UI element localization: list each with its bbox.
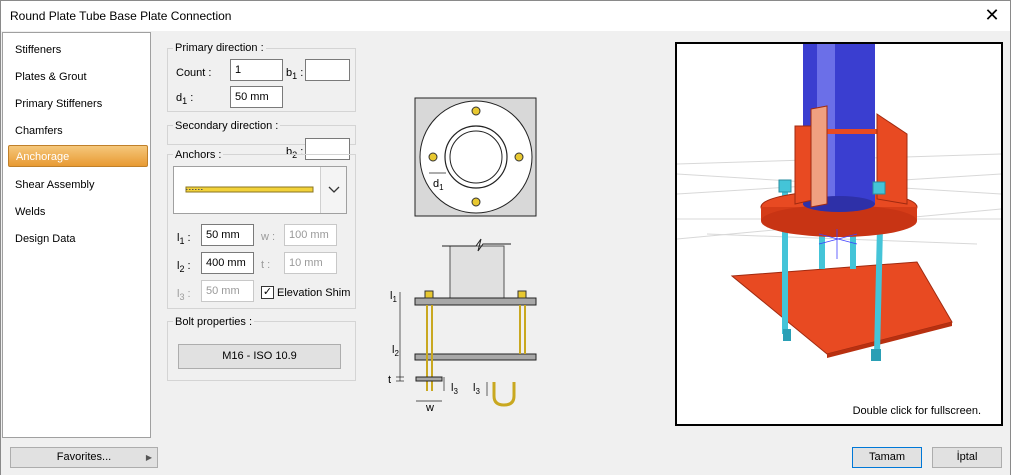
l3-label: l3 :	[177, 288, 191, 302]
svg-text:l3: l3	[473, 382, 480, 396]
d1-label: d1 :	[176, 92, 194, 106]
close-icon[interactable]: ✕	[984, 5, 1000, 25]
chevron-right-icon: ▶	[145, 453, 152, 462]
svg-text:t: t	[388, 374, 391, 386]
l1-input[interactable]	[201, 224, 254, 246]
svg-text:l2: l2	[392, 344, 399, 358]
elevation-shim-checkbox[interactable]: ✓	[261, 286, 274, 299]
favorites-button[interactable]: Favorites... ▶	[10, 447, 158, 468]
3d-model-render	[677, 44, 1001, 361]
t-label: t :	[261, 259, 271, 271]
fullscreen-hint: Double click for fullscreen.	[852, 405, 981, 417]
sidebar-item-welds[interactable]: Welds	[15, 206, 46, 218]
count-input[interactable]	[230, 59, 283, 81]
anchorage-diagram: d1 l1 l2 t w l3 l3	[388, 97, 537, 414]
elevation-shim-label: Elevation Shim	[277, 287, 351, 299]
secondary-direction-heading: Secondary direction :	[173, 120, 281, 132]
footer: Favorites... ▶ Tamam İptal	[1, 439, 1010, 475]
sidebar-item-stiffeners[interactable]: Stiffeners	[15, 44, 62, 56]
ok-button[interactable]: Tamam	[852, 447, 922, 468]
title-bar: Round Plate Tube Base Plate Connection ✕	[1, 1, 1010, 31]
sidebar-item-shear-assembly[interactable]: Shear Assembly	[15, 179, 95, 191]
sidebar-item-anchorage[interactable]: Anchorage	[8, 145, 148, 167]
sidebar-item-label: Anchorage	[16, 151, 70, 163]
b1-input[interactable]	[305, 59, 350, 81]
anchor-type-select[interactable]	[173, 166, 347, 214]
anchor-rod-icon	[185, 186, 314, 193]
b1-label: b1 :	[286, 67, 304, 81]
sidebar: Stiffeners Plates & Grout Primary Stiffe…	[2, 32, 151, 438]
svg-text:l3: l3	[451, 382, 458, 396]
cancel-button[interactable]: İptal	[932, 447, 1002, 468]
3d-preview[interactable]: Double click for fullscreen.	[675, 42, 1003, 426]
chevron-down-icon[interactable]	[320, 167, 346, 213]
svg-text:w: w	[425, 402, 434, 414]
svg-text:d1: d1	[433, 178, 444, 192]
count-label: Count :	[176, 67, 212, 79]
w-input[interactable]	[284, 224, 337, 246]
anchors-heading: Anchors :	[173, 149, 224, 161]
primary-direction-heading: Primary direction :	[173, 42, 266, 54]
l2-input[interactable]	[201, 252, 254, 274]
l2-label: l2 :	[177, 260, 191, 274]
t-input[interactable]	[284, 252, 337, 274]
window-title: Round Plate Tube Base Plate Connection	[10, 9, 232, 23]
sidebar-item-chamfers[interactable]: Chamfers	[15, 125, 63, 137]
svg-text:l1: l1	[390, 290, 397, 304]
w-label: w :	[261, 231, 276, 243]
anchors-group	[167, 154, 356, 309]
sidebar-item-primary-stiffeners[interactable]: Primary Stiffeners	[15, 98, 103, 110]
sidebar-item-design-data[interactable]: Design Data	[15, 233, 76, 245]
b2-label: b2 :	[286, 146, 304, 160]
l1-label: l1 :	[177, 232, 191, 246]
favorites-label: Favorites...	[56, 451, 112, 463]
bolt-properties-heading: Bolt properties :	[173, 316, 255, 328]
sidebar-item-plates-grout[interactable]: Plates & Grout	[15, 71, 87, 83]
l3-input[interactable]	[201, 280, 254, 302]
bolt-properties-button[interactable]: M16 - ISO 10.9	[178, 344, 341, 369]
d1-input[interactable]	[230, 86, 283, 108]
